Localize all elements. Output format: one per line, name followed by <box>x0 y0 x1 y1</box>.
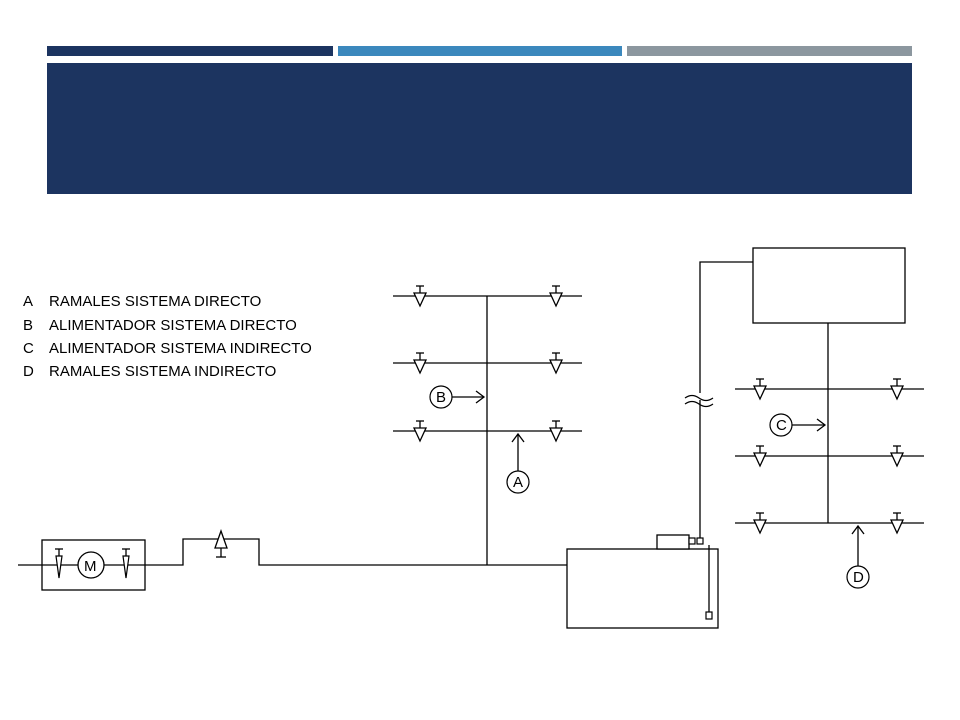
indirect-system <box>735 323 924 534</box>
valve-icon <box>214 529 228 558</box>
marker-d: D <box>846 524 870 589</box>
valve-icon <box>55 548 63 579</box>
marker-a-label: A <box>513 474 523 491</box>
valve-icon <box>122 548 130 579</box>
roof-tank <box>752 247 906 324</box>
marker-b-label: B <box>436 389 446 406</box>
legend-letter: C <box>23 340 34 357</box>
legend-item-b: B ALIMENTADOR SISTEMA DIRECTO <box>23 317 297 334</box>
legend-item-a: A RAMALES SISTEMA DIRECTO <box>23 293 261 310</box>
marker-d-label: D <box>853 569 864 586</box>
marker-c-label: C <box>776 417 787 434</box>
faucet-icon <box>413 420 427 442</box>
legend-item-d: D RAMALES SISTEMA INDIRECTO <box>23 363 276 380</box>
legend-label: ALIMENTADOR SISTEMA INDIRECTO <box>49 340 312 357</box>
faucet-icon <box>753 445 767 467</box>
title-band <box>47 63 912 194</box>
marker-c: C <box>769 413 827 437</box>
accent-bar-blue <box>338 46 622 56</box>
legend-item-c: C ALIMENTADOR SISTEMA INDIRECTO <box>23 340 312 357</box>
cistern-tank <box>566 534 719 629</box>
faucet-icon <box>413 352 427 374</box>
legend: A RAMALES SISTEMA DIRECTO B ALIMENTADOR … <box>23 293 312 380</box>
legend-label: RAMALES SISTEMA INDIRECTO <box>49 363 276 380</box>
marker-a: A <box>506 432 530 494</box>
rising-pipe <box>684 261 753 538</box>
pipe-break-icon <box>684 394 714 408</box>
motor-pump-icon: M <box>41 539 146 591</box>
faucet-icon <box>549 420 563 442</box>
legend-label: ALIMENTADOR SISTEMA DIRECTO <box>49 317 297 334</box>
legend-letter: D <box>23 363 34 380</box>
direct-system <box>393 285 582 565</box>
accent-bar-gray <box>627 46 912 56</box>
legend-letter: B <box>23 317 33 334</box>
marker-b: B <box>429 385 486 409</box>
faucet-icon <box>549 352 563 374</box>
faucet-icon <box>753 512 767 534</box>
faucet-icon <box>753 378 767 400</box>
faucet-icon <box>890 445 904 467</box>
legend-label: RAMALES SISTEMA DIRECTO <box>49 293 261 310</box>
legend-letter: A <box>23 293 33 310</box>
faucet-icon <box>890 512 904 534</box>
faucet-icon <box>890 378 904 400</box>
faucet-icon <box>549 285 563 307</box>
motor-label: M <box>84 558 97 575</box>
accent-bar-navy <box>47 46 333 56</box>
faucet-icon <box>413 285 427 307</box>
